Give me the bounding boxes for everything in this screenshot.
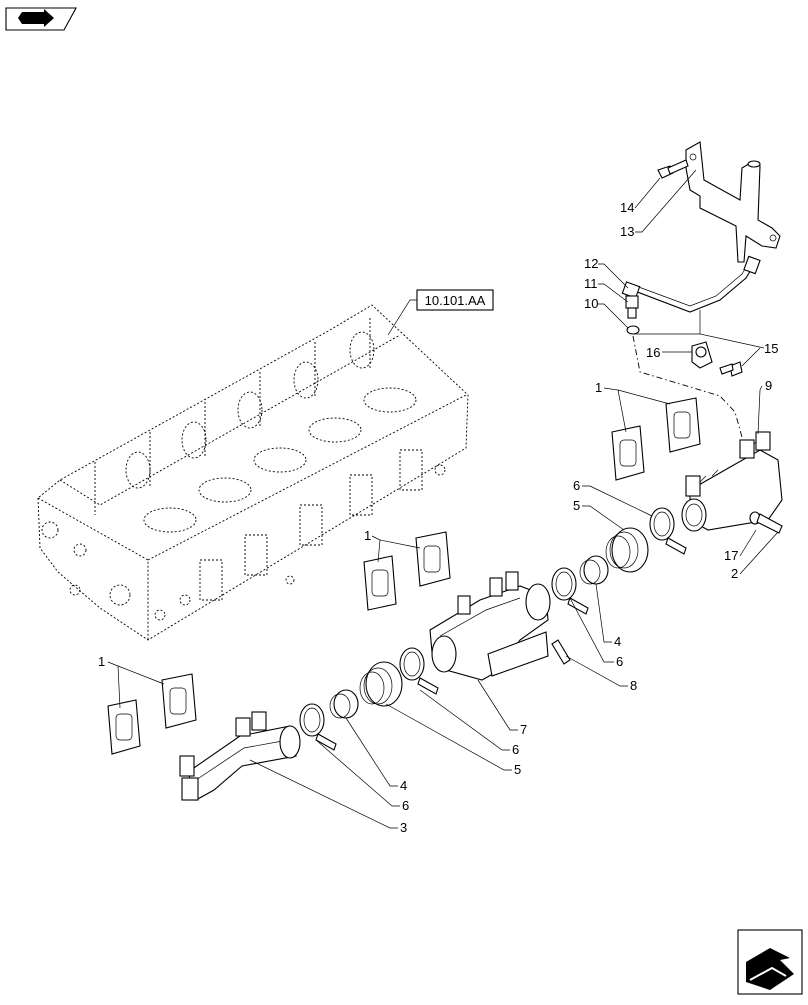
clamp-part-6-bottom (299, 703, 337, 751)
gasket-set-upper (611, 397, 701, 481)
callout-4-upper: 4 (614, 634, 621, 649)
sleeve-part-4-lower (329, 689, 359, 719)
bracket-part-13 (685, 141, 781, 263)
callout-8: 8 (630, 678, 637, 693)
reference-box[interactable]: 10.101.AA (387, 289, 494, 336)
callout-1-middle: 1 (364, 528, 371, 543)
callout-10: 10 (584, 296, 598, 311)
clamp-part-6-upper (649, 507, 687, 555)
bellows-part-5-lower (359, 661, 403, 707)
callout-6-mid: 6 (616, 654, 623, 669)
callout-7: 7 (520, 722, 527, 737)
bolt-part-17 (749, 511, 783, 534)
bolt-part-14 (657, 159, 689, 179)
clamp-part-6-mid (551, 567, 589, 615)
pipe-part-12 (621, 255, 761, 313)
washer-part-10 (626, 325, 640, 335)
reference-label: 10.101.AA (425, 293, 486, 308)
callout-12: 12 (584, 256, 598, 271)
manifold-part-9 (681, 431, 783, 532)
pin-part-8 (551, 639, 571, 665)
gasket-set-middle (363, 531, 451, 611)
callout-5-upper: 5 (573, 498, 580, 513)
cylinder-head (37, 304, 469, 641)
bellows-part-5-upper (605, 527, 649, 573)
callout-4-lower: 4 (400, 778, 407, 793)
callout-13: 13 (620, 224, 634, 239)
callout-16: 16 (646, 345, 660, 360)
callout-3: 3 (400, 820, 407, 835)
callout-11: 11 (584, 276, 598, 291)
manifold-part-3 (179, 711, 301, 801)
callout-6-low: 6 (512, 742, 519, 757)
callout-14: 14 (620, 200, 634, 215)
gasket-set-lower (107, 673, 197, 755)
bolt-part-15 (719, 361, 743, 377)
callout-6-upper: 6 (573, 478, 580, 493)
callout-2: 2 (731, 566, 738, 581)
clamp-part-6-low (399, 647, 439, 695)
callout-labels: 14 13 12 11 10 15 16 1 9 6 5 17 2 1 4 6 … (98, 200, 778, 835)
book-arrow-icon[interactable] (5, 7, 77, 31)
callout-6-bottom: 6 (402, 798, 409, 813)
callout-15: 15 (764, 341, 778, 356)
callout-17: 17 (724, 548, 738, 563)
leader-lines (107, 169, 779, 829)
callout-1-lower: 1 (98, 654, 105, 669)
fitting-part-11 (625, 295, 639, 319)
manifold-part-7 (429, 571, 551, 681)
next-page-arrow-icon[interactable] (737, 929, 803, 995)
callout-1-upper: 1 (595, 380, 602, 395)
sleeve-part-4-upper (579, 555, 609, 585)
callout-5-lower: 5 (514, 762, 521, 777)
clip-part-16 (691, 341, 713, 369)
callout-9: 9 (765, 378, 772, 393)
